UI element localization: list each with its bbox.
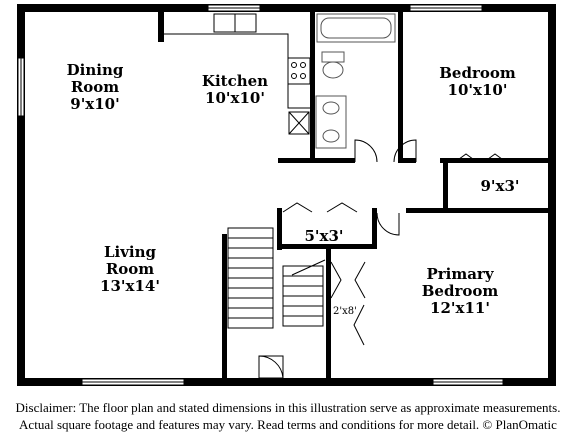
primary-bedroom-dims: 12'x11' bbox=[430, 299, 490, 317]
primary-bedroom-name-line2: Bedroom bbox=[421, 282, 499, 300]
living-room-label: Living Room 13'x14' bbox=[90, 244, 170, 295]
primary-bedroom-name-line1: Primary bbox=[426, 265, 494, 283]
primary-bedroom-label: Primary Bedroom 12'x11' bbox=[410, 266, 510, 317]
kitchen-label: Kitchen 10'x10' bbox=[195, 73, 275, 107]
living-room-name-line1: Living bbox=[103, 243, 157, 261]
bedroom-label: Bedroom 10'x10' bbox=[430, 65, 525, 99]
dining-room-name-line2: Room bbox=[70, 78, 120, 96]
disclaimer-line2: Actual square footage and features may v… bbox=[19, 417, 557, 432]
bedroom-name: Bedroom bbox=[439, 64, 516, 82]
kitchen-fixtures bbox=[164, 13, 311, 135]
closet-hall-label: 5'x3' bbox=[294, 228, 354, 245]
dining-room-name-line1: Dining bbox=[66, 61, 124, 79]
closet-upper-dims: 9'x3' bbox=[480, 177, 520, 195]
exterior-walls bbox=[17, 4, 556, 386]
living-room-dims: 13'x14' bbox=[100, 277, 160, 295]
dining-room-dims: 9'x10' bbox=[70, 95, 120, 113]
window-lines bbox=[20, 7, 503, 383]
bathroom-fixtures bbox=[315, 13, 396, 149]
interior-walls bbox=[158, 12, 548, 378]
dining-room-label: Dining Room 9'x10' bbox=[55, 62, 135, 113]
closet-hall-dims: 5'x3' bbox=[304, 227, 344, 245]
bedroom-dims: 10'x10' bbox=[447, 81, 508, 99]
doors bbox=[258, 139, 507, 379]
stairs bbox=[227, 227, 326, 329]
closet-upper-label: 9'x3' bbox=[470, 178, 530, 195]
disclaimer-line1: Disclaimer: The floor plan and stated di… bbox=[15, 400, 561, 415]
kitchen-name: Kitchen bbox=[201, 72, 269, 90]
kitchen-dims: 10'x10' bbox=[205, 89, 265, 107]
primary-closet-dims: 2'x8' bbox=[333, 306, 357, 317]
living-room-name-line2: Room bbox=[105, 260, 155, 278]
